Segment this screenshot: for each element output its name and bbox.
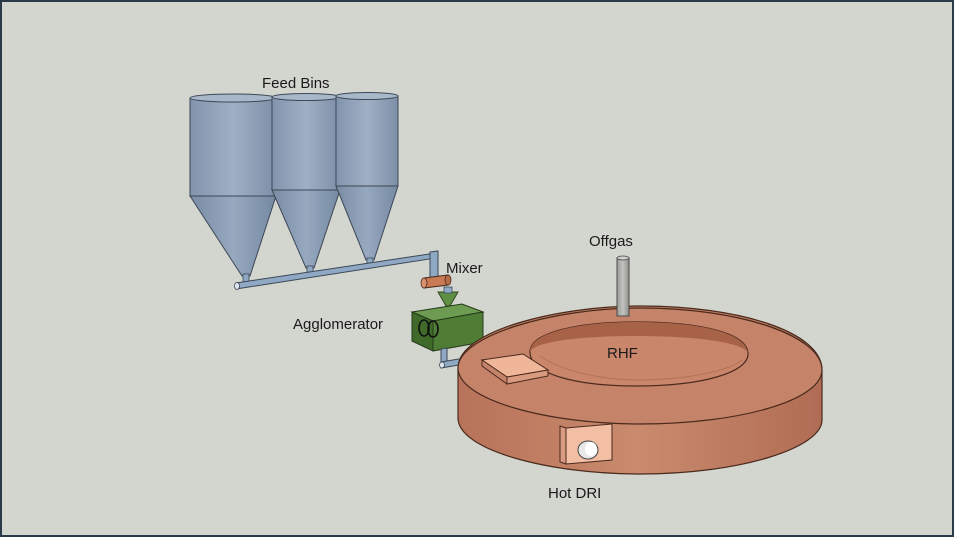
rhf-feed-chute bbox=[480, 353, 550, 385]
agglomerator bbox=[410, 303, 515, 369]
offgas-stack bbox=[616, 255, 630, 317]
feed-bins bbox=[189, 92, 399, 283]
hot-dri-discharge-port bbox=[559, 423, 613, 465]
label-offgas: Offgas bbox=[589, 233, 633, 250]
feed-conveyor-pipe bbox=[234, 250, 439, 290]
silo-1 bbox=[189, 93, 277, 277]
silo-2 bbox=[271, 93, 341, 269]
label-mixer: Mixer bbox=[446, 260, 483, 277]
mixer bbox=[420, 274, 459, 307]
label-agglomerator: Agglomerator bbox=[293, 316, 383, 333]
label-hot-dri: Hot DRI bbox=[548, 485, 601, 502]
label-rhf: RHF bbox=[607, 345, 638, 362]
label-feed-bins: Feed Bins bbox=[262, 75, 330, 92]
silo-3 bbox=[335, 92, 399, 261]
rotary-hearth-furnace bbox=[457, 305, 823, 475]
